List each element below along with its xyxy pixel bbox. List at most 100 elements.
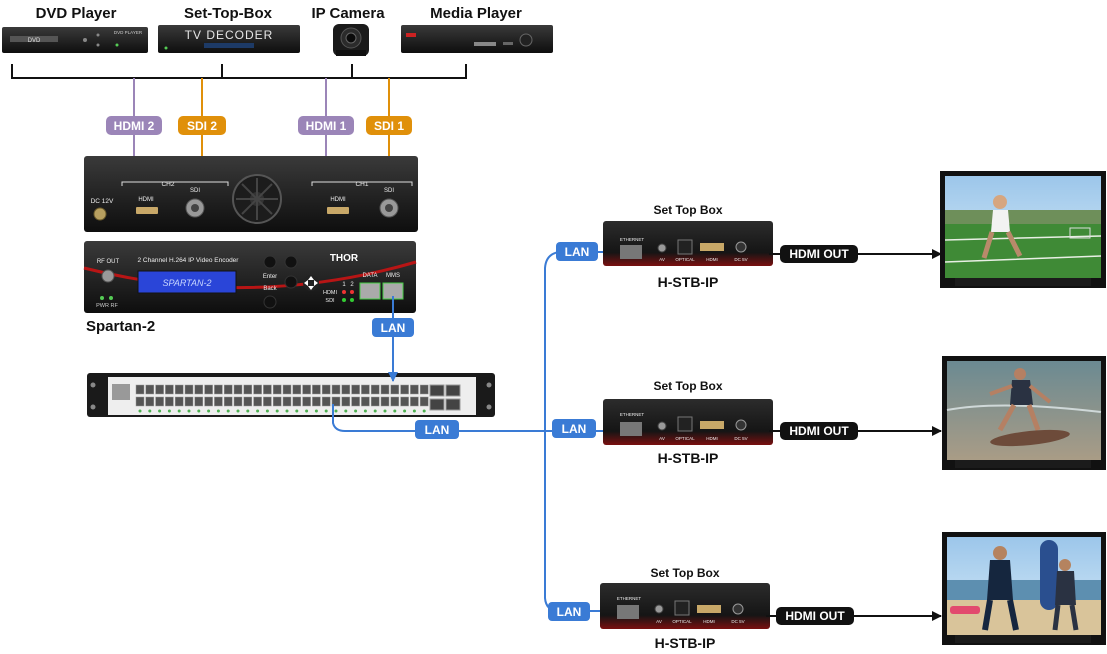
switch-port (380, 396, 390, 407)
switch-port (223, 396, 233, 407)
switch-port (390, 384, 400, 395)
network-switch (87, 373, 495, 417)
brand-logo: THOR (330, 253, 359, 264)
svg-text:HDMI: HDMI (706, 436, 718, 441)
lan-label-receiver-2: LAN (552, 419, 596, 438)
svg-text:SDI 1: SDI 1 (374, 119, 404, 133)
svg-text:HDMI 1: HDMI 1 (306, 119, 347, 133)
switch-port (419, 396, 429, 407)
switch-led (197, 409, 201, 413)
ch1-label: CH1 (355, 181, 368, 188)
receiver-1-model: H-STB-IP (658, 274, 719, 290)
switch-port (312, 384, 321, 395)
media-player-title: Media Player (430, 5, 522, 22)
media-player-device (401, 25, 553, 53)
switch-led (305, 409, 309, 413)
svg-text:ETHERNET: ETHERNET (620, 237, 645, 242)
lcd-text: SPARTAN-2 (162, 278, 211, 288)
receiver-2: Set Top Box ETHERNET AV OPTICAL HDMI DC … (603, 379, 773, 466)
switch-port (184, 384, 194, 395)
ch1-sdi-label: SDI (384, 188, 394, 194)
dvd-player-title: DVD Player (36, 5, 117, 22)
switch-port (302, 396, 311, 407)
rf-out-label: RF OUT (97, 259, 120, 265)
switch-led (246, 409, 250, 413)
svg-text:AV: AV (659, 436, 665, 441)
switch-led (275, 409, 279, 413)
switch-led (265, 409, 269, 413)
svg-text:LAN: LAN (565, 245, 590, 259)
switch-port (331, 396, 341, 407)
switch-port (370, 384, 380, 395)
ch2-sdi-label: SDI (190, 188, 200, 194)
switch-port (243, 396, 253, 407)
svg-text:SDI 2: SDI 2 (187, 119, 217, 133)
set-top-box-display: TV DECODER (185, 28, 274, 42)
hdmi-out-label-3: HDMI OUT (776, 607, 854, 625)
switch-port (390, 396, 400, 407)
switch-port (400, 384, 409, 395)
lcd-display (137, 270, 237, 294)
switch-led (187, 409, 191, 413)
encoder-front-panel: RF OUT PWR RF 2 Channel H.264 IP Video E… (83, 241, 417, 313)
switch-led (314, 409, 318, 413)
switch-port (292, 396, 302, 407)
switch-port (233, 396, 243, 407)
svg-text:DC 5V: DC 5V (734, 257, 747, 262)
switch-port (419, 384, 429, 395)
ch2-label: CH2 (161, 181, 174, 188)
switch-port (351, 384, 360, 395)
source-bracket (11, 64, 467, 79)
dvd-face-label: DVD PLAYER (114, 30, 143, 35)
switch-port (272, 384, 282, 395)
svg-text:LAN: LAN (557, 605, 582, 619)
switch-port (194, 384, 204, 395)
receiver-3-title: Set Top Box (650, 566, 719, 580)
switch-port (380, 384, 390, 395)
svg-text:OPTICAL: OPTICAL (675, 257, 695, 262)
switch-port (184, 396, 194, 407)
switch-port (253, 396, 262, 407)
set-top-box-title: Set-Top-Box (184, 5, 273, 22)
switch-led (207, 409, 211, 413)
receiver-3-device: ETHERNET AV OPTICAL HDMI DC 5V (600, 583, 770, 629)
ip-camera-title: IP Camera (311, 5, 385, 22)
lan-label-receiver-1: LAN (556, 242, 598, 261)
receiver-2-device: ETHERNET AV OPTICAL HDMI DC 5V (603, 399, 773, 445)
switch-port (341, 396, 351, 407)
navigation-pad-icon (303, 275, 319, 291)
switch-led (177, 409, 181, 413)
switch-port (204, 396, 213, 407)
switch-port (253, 384, 262, 395)
receiver-2-model: H-STB-IP (658, 450, 719, 466)
switch-led (285, 409, 289, 413)
port-2-label: 2 (350, 282, 354, 288)
svg-text:DC 5V: DC 5V (734, 436, 747, 441)
switch-port (214, 384, 223, 395)
switch-led (393, 409, 397, 413)
hdmi-led-label: HDMI (323, 290, 338, 296)
encoder-name: Spartan-2 (86, 318, 155, 335)
svg-text:HDMI 2: HDMI 2 (114, 119, 155, 133)
receiver-3: Set Top Box ETHERNET AV OPTICAL HDMI DC … (600, 566, 770, 651)
input-label-hdmi-1: HDMI 1 (298, 116, 354, 135)
input-label-hdmi-2: HDMI 2 (106, 116, 162, 135)
switch-port (410, 396, 419, 407)
back-label: Back (263, 286, 277, 292)
svg-text:DC 5V: DC 5V (731, 619, 744, 624)
switch-led (148, 409, 152, 413)
hdmi-out-label-1: HDMI OUT (780, 245, 858, 263)
svg-text:AV: AV (659, 257, 665, 262)
switch-led (226, 409, 230, 413)
switch-led (167, 409, 171, 413)
data-label: DATA (362, 273, 377, 279)
switch-led (383, 409, 387, 413)
enter-label: Enter (263, 274, 277, 280)
switch-led (344, 409, 348, 413)
switch-port (174, 384, 184, 395)
switch-port (331, 384, 341, 395)
ip-camera-device (333, 24, 369, 56)
switch-port (135, 396, 145, 407)
switch-port (223, 384, 233, 395)
